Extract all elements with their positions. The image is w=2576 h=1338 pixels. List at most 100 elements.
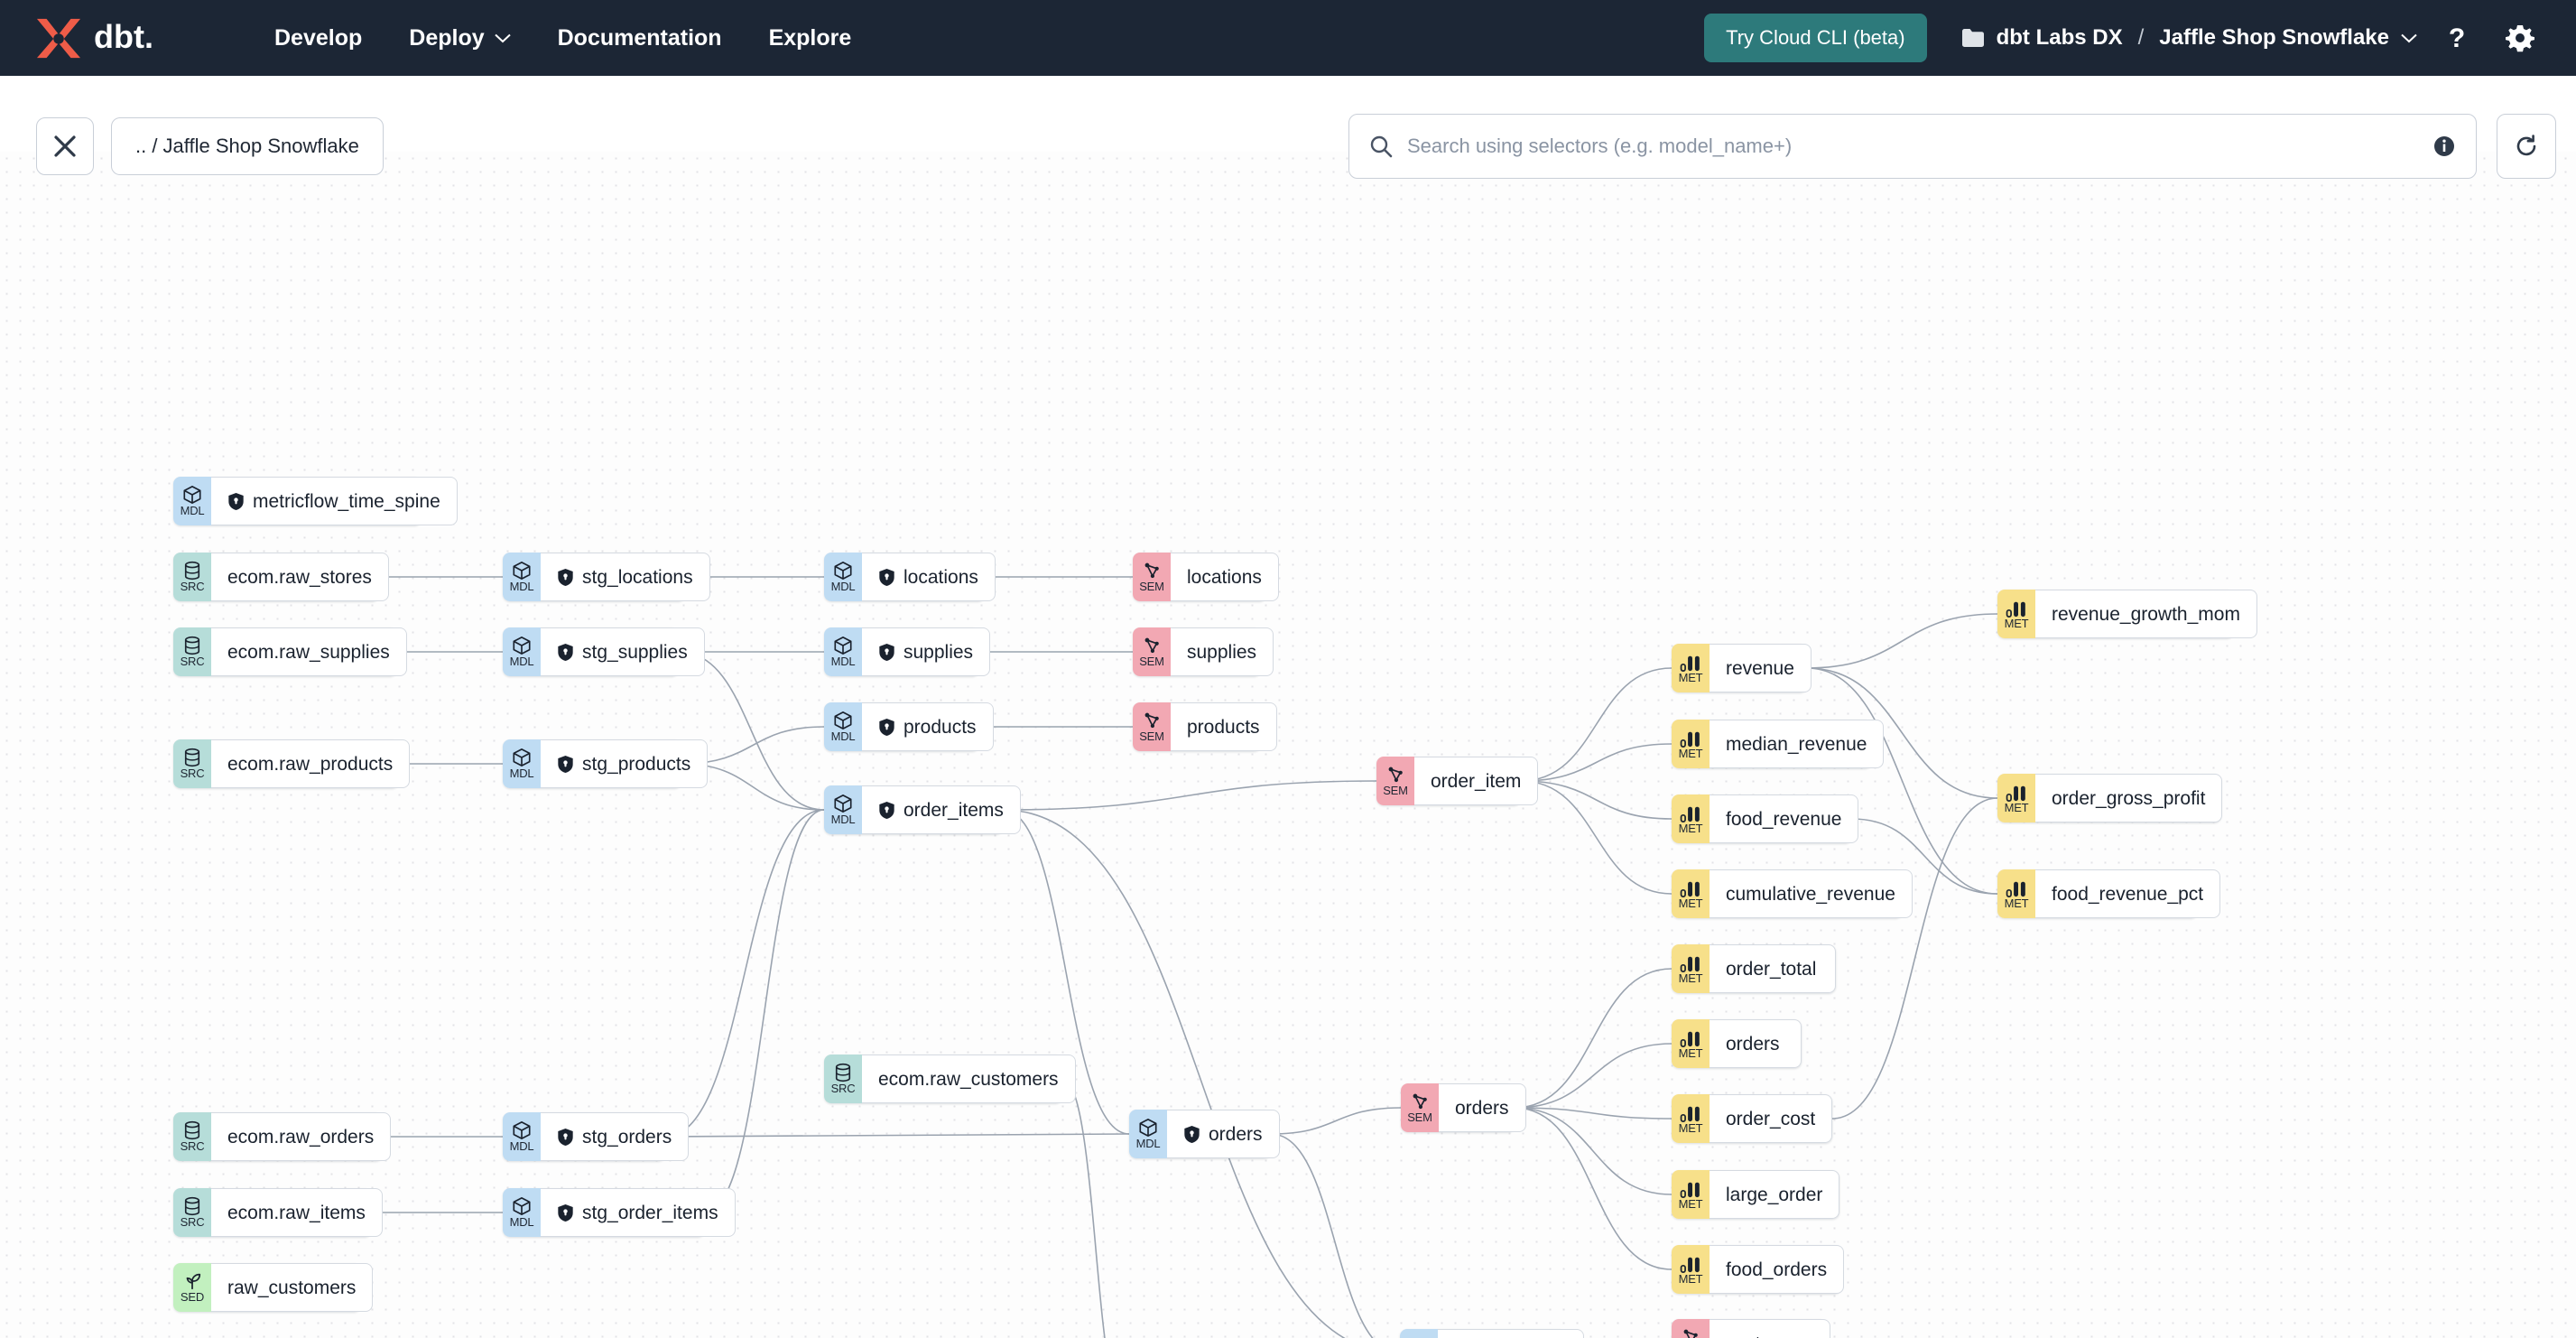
database-icon [183, 1120, 201, 1140]
node-type-badge-sem: SEM [1133, 702, 1171, 751]
bar-chart-icon [1680, 1254, 1701, 1273]
info-icon[interactable] [2432, 135, 2456, 158]
graph-node-sem_customers[interactable]: SEMcustomers [1672, 1319, 1830, 1338]
node-type-label: MET [1678, 821, 1703, 835]
node-body: order_item [1414, 757, 1539, 805]
bar-chart-icon [1680, 804, 1701, 822]
node-type-badge-met: MET [1672, 720, 1710, 768]
node-type-badge-met: MET [1672, 1170, 1710, 1219]
node-body: ecom.raw_supplies [211, 627, 407, 676]
database-icon [184, 636, 200, 655]
node-body: revenue_growth_mom [2035, 590, 2257, 638]
settings-button[interactable] [2497, 14, 2544, 61]
database-icon [834, 1063, 852, 1082]
nav-item-documentation-label: Documentation [557, 24, 722, 51]
node-type-badge-met: MET [1672, 1019, 1710, 1068]
node-type-label: MDL [830, 729, 856, 743]
node-type-badge-met: MET [1672, 644, 1710, 692]
database-icon [184, 561, 200, 580]
bar-chart-icon [1680, 1103, 1701, 1122]
network-icon [1410, 1092, 1430, 1111]
lineage-edge [1831, 797, 1998, 1120]
seedling-icon [182, 1272, 202, 1291]
node-type-label: SRC [830, 1081, 856, 1095]
bar-chart-icon [2006, 599, 2027, 618]
lineage-edge [1520, 780, 1673, 895]
node-body: customers [1438, 1329, 1584, 1338]
nav-item-develop[interactable]: Develop [251, 0, 385, 76]
node-type-badge-mdl: MDL [824, 627, 862, 676]
try-cloud-cli-button[interactable]: Try Cloud CLI (beta) [1704, 14, 1927, 62]
node-label: food_revenue_pct [2052, 883, 2204, 905]
breadcrumb[interactable]: dbt Labs DX / Jaffle Shop Snowflake [1961, 25, 2417, 51]
help-button[interactable]: ? [2433, 14, 2480, 61]
search-box[interactable] [1348, 114, 2477, 179]
lineage-edge [1061, 1078, 1106, 1338]
search-input[interactable] [1407, 135, 2432, 158]
cube-icon [513, 1120, 531, 1139]
project-breadcrumb-pill[interactable]: .. / Jaffle Shop Snowflake [111, 117, 384, 175]
dbt-logo[interactable]: dbt. [32, 15, 193, 60]
node-label: order_item [1431, 770, 1522, 792]
nav-item-deploy[interactable]: Deploy [385, 0, 533, 76]
node-body: stg_locations [541, 553, 710, 601]
bar-chart-icon [1680, 881, 1700, 897]
breadcrumb-chevron-down-icon[interactable] [2401, 33, 2417, 43]
node-type-label: MDL [509, 766, 534, 780]
node-type-badge-src: SRC [173, 1188, 211, 1237]
node-label: order_items [903, 799, 1004, 821]
node-type-label: MET [1678, 896, 1703, 910]
refresh-button[interactable] [2497, 114, 2556, 179]
node-type-badge-mdl: MDL [173, 477, 211, 525]
graph-node-customers_mdl[interactable]: MDLcustomers [1400, 1329, 1584, 1338]
node-body: supplies [1171, 627, 1274, 676]
bar-chart-icon [1680, 953, 1701, 972]
bar-chart-icon [1680, 1182, 1700, 1198]
close-button[interactable] [36, 117, 94, 175]
lineage-edge [1520, 780, 1673, 820]
shield-icon [557, 1128, 574, 1147]
node-body: ecom.raw_stores [211, 553, 389, 601]
node-type-label: MET [1678, 1045, 1703, 1060]
nav-item-explore[interactable]: Explore [746, 0, 876, 76]
nav-item-documentation[interactable]: Documentation [534, 0, 746, 76]
node-type-badge-src: SRC [173, 627, 211, 676]
network-icon [1388, 767, 1403, 782]
